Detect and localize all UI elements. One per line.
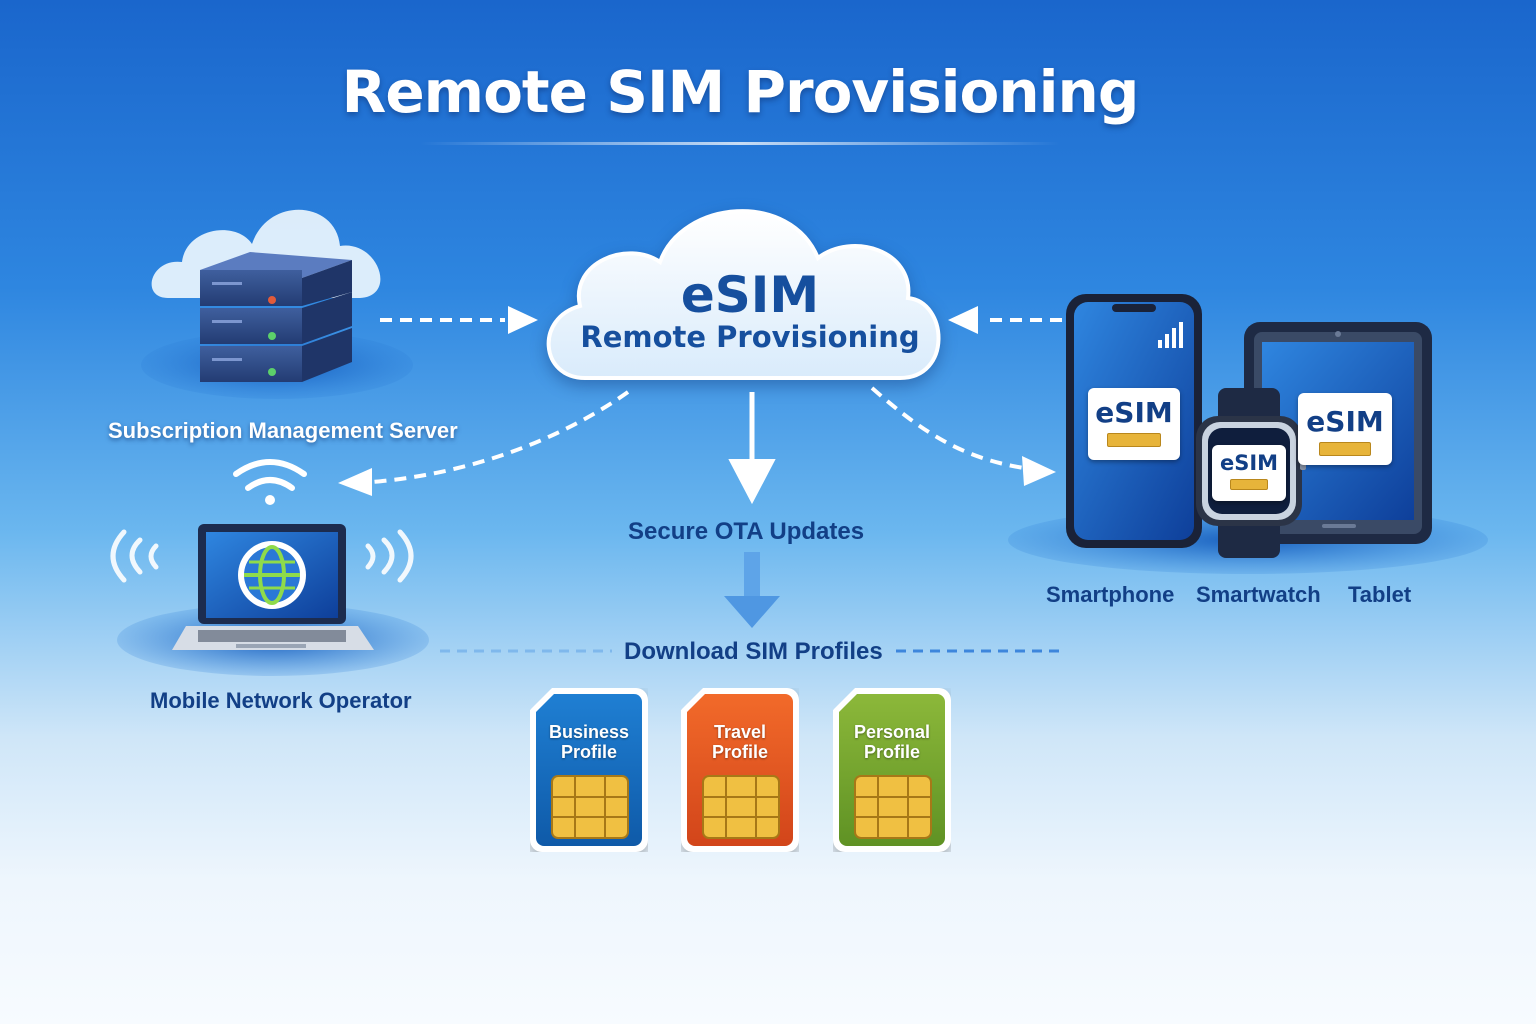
tablet-label: Tablet xyxy=(1348,582,1412,607)
wifi-icon xyxy=(233,459,307,505)
download-label: Download SIM Profiles xyxy=(624,638,883,665)
profile-suffix-business: Profile xyxy=(560,742,617,762)
smartwatch-label: Smartwatch xyxy=(1196,582,1321,607)
arrow-cloud-to-operator xyxy=(371,390,630,484)
profile-name-travel: Travel xyxy=(713,722,767,742)
arrowhead-cloud-to-operator xyxy=(338,468,372,496)
title-underline xyxy=(420,142,1060,145)
signal-bars-icon xyxy=(1158,322,1183,348)
tablet-esim-text: eSIM xyxy=(1306,405,1384,438)
smartphone-esim-chip-icon xyxy=(1107,433,1161,447)
laptop-globe-icon xyxy=(172,524,374,650)
smartwatch-esim-chip-icon xyxy=(1230,479,1268,490)
arrowhead-devices-to-cloud xyxy=(948,306,978,334)
esim-cloud-hub xyxy=(546,209,941,380)
smartphone-label: Smartphone xyxy=(1046,582,1175,607)
signal-waves-left-icon xyxy=(110,529,159,583)
operator-node xyxy=(110,459,429,676)
devices-node xyxy=(1008,294,1488,574)
profile-name-business: Business xyxy=(548,722,630,742)
ota-label: Secure OTA Updates xyxy=(628,518,865,545)
smartwatch-esim-badge: eSIM xyxy=(1212,445,1286,501)
arrow-ota-to-download-shaft xyxy=(744,552,760,598)
server-rack-icon xyxy=(200,252,352,382)
operator-label: Mobile Network Operator xyxy=(150,688,412,713)
arrowhead-ota-to-download xyxy=(724,596,780,628)
page-title: Remote SIM Provisioning xyxy=(341,58,1140,126)
server-label: Subscription Management Server xyxy=(108,418,458,443)
profile-name-personal: Personal xyxy=(853,722,931,742)
connector-arrows xyxy=(338,306,1062,653)
smartphone-esim-badge: eSIM xyxy=(1088,388,1180,460)
smartwatch-esim-text: eSIM xyxy=(1219,451,1279,475)
arrowhead-cloud-to-ota xyxy=(728,459,776,505)
profile-suffix-travel: Profile xyxy=(711,742,768,762)
tablet-esim-badge: eSIM xyxy=(1298,393,1392,465)
signal-waves-right-icon xyxy=(365,529,414,583)
arrow-cloud-to-devices xyxy=(870,386,1025,470)
hub-sub-label: Remote Provisioning xyxy=(580,320,920,354)
server-node xyxy=(141,209,413,399)
arrowhead-cloud-to-devices xyxy=(1022,456,1056,486)
tablet-esim-chip-icon xyxy=(1319,442,1371,456)
profile-suffix-personal: Profile xyxy=(863,742,920,762)
arrowhead-server-to-cloud xyxy=(508,306,538,334)
smartphone-esim-text: eSIM xyxy=(1095,396,1173,429)
cloud-shape xyxy=(546,209,941,380)
hub-main-label: eSIM xyxy=(680,266,820,324)
